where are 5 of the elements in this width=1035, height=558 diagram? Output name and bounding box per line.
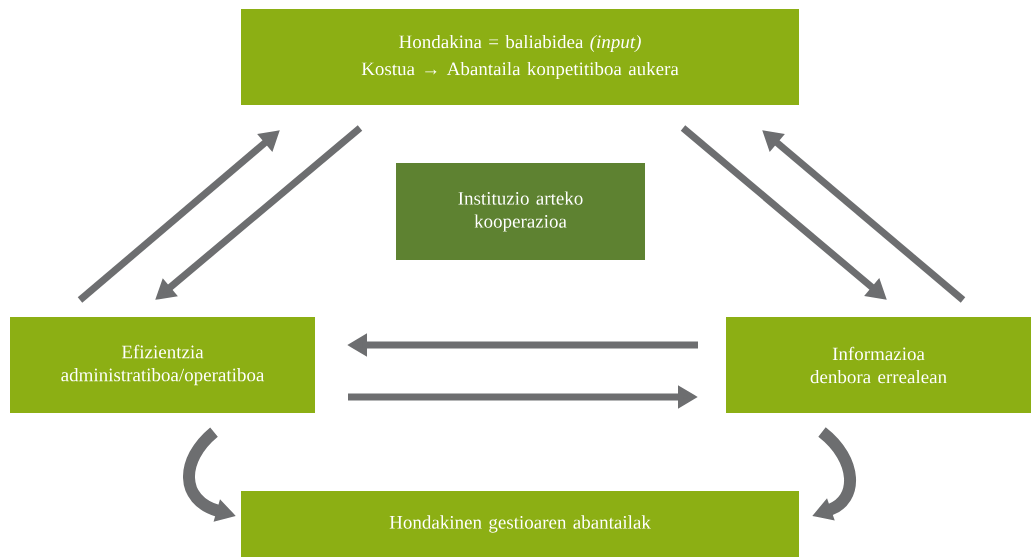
- process-box: Hondakinen gestioaren abantailak: [241, 491, 799, 557]
- process-box: Efizientzia administratiboa/operatiboa: [10, 317, 315, 413]
- process-box: Informazioa denbora errealean: [726, 317, 1031, 413]
- process-box: Instituzio arteko kooperazioa: [396, 163, 645, 260]
- process-box: Hondakina = baliabidea (input) Kostua → Abantaila konpetitiboa aukera: [241, 9, 799, 105]
